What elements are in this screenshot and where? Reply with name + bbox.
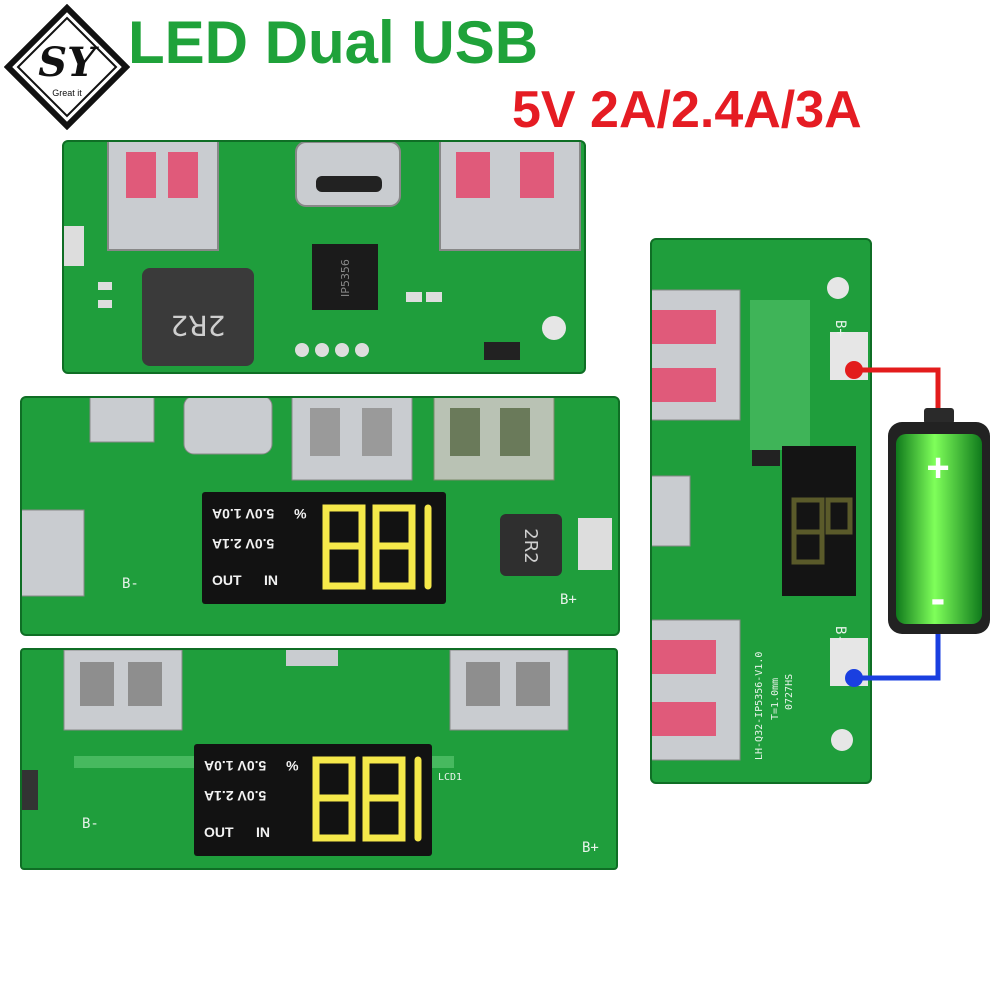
b-plus-label: B+ xyxy=(560,592,577,608)
lcd-line-2: 5.0V 2.1A xyxy=(204,788,267,804)
product-subtitle: 5V 2A/2.4A/3A xyxy=(512,81,862,139)
battery-minus-sign: - xyxy=(930,574,946,623)
pcb-board-4: B+ B- LH-Q32-IP5356-V1.0 T=1.0mm 0727HS xyxy=(650,238,872,784)
board-date: 0727HS xyxy=(784,674,795,710)
battery-wiring xyxy=(845,361,990,687)
inductor-marking: 2R2 xyxy=(520,528,541,563)
inductor xyxy=(500,514,562,576)
pcb-board-1: 2R2 IP5356 xyxy=(62,140,586,374)
negative-terminal-dot xyxy=(845,669,863,687)
usb-c-port-side xyxy=(22,509,85,597)
micro-usb-port xyxy=(652,475,691,547)
switch xyxy=(578,518,612,570)
positive-terminal-dot xyxy=(845,361,863,379)
pcb-board-3: B- B+ LCD1 5.0V 1.0A 5.0V 2.1A OUT IN % xyxy=(20,648,618,870)
lcd-percent: % xyxy=(286,758,299,774)
b-minus-label: B- xyxy=(122,576,139,592)
battery-plus-sign: + xyxy=(926,446,950,490)
lcd-in-label: IN xyxy=(264,572,278,588)
lcd-in-label: IN xyxy=(256,824,270,840)
brand-logo: SY Great it xyxy=(4,4,130,130)
lcd-percent: % xyxy=(294,506,307,522)
lcd-line-2: 5.0V 2.1A xyxy=(212,536,275,552)
chip-marking: IP5356 xyxy=(339,259,352,297)
lcd-out-label: OUT xyxy=(204,824,234,840)
b-plus-label: B+ xyxy=(582,840,599,856)
lcd-display: 5.0V 1.0A 5.0V 2.1A OUT IN % xyxy=(202,492,446,604)
usb-a-port-left xyxy=(107,142,219,251)
ic-chip xyxy=(312,244,378,310)
lcd-line-1: 5.0V 1.0A xyxy=(204,758,267,774)
lcd-display: 5.0V 1.0A 5.0V 2.1A OUT IN % xyxy=(194,744,432,856)
b-minus-label: B- xyxy=(82,816,99,832)
board-model: LH-Q32-IP5356-V1.0 xyxy=(754,652,765,760)
logo-tagline: Great it xyxy=(52,88,82,98)
micro-usb-port xyxy=(89,398,155,443)
usb-c-port xyxy=(183,398,273,455)
logo-monogram: SY xyxy=(38,39,99,86)
seven-segment-digits xyxy=(322,504,432,590)
inductor-marking: 2R2 xyxy=(170,309,225,342)
inductor xyxy=(142,268,254,366)
seven-segment-digits xyxy=(312,756,422,842)
battery-cap xyxy=(924,408,954,424)
product-title: LED Dual USB xyxy=(128,9,539,76)
board-thickness: T=1.0mm xyxy=(770,678,781,720)
b-plus-label: B+ xyxy=(832,320,848,337)
lcd-mark: LCD1 xyxy=(438,772,462,783)
b-minus-label: B- xyxy=(832,626,848,643)
lcd-out-label: OUT xyxy=(212,572,242,588)
pcb-board-2: 2R2 B- B+ 5.0V 1.0A 5.0V 2.1A OUT IN % xyxy=(20,396,620,636)
lcd-line-1: 5.0V 1.0A xyxy=(212,506,275,522)
usb-c-port xyxy=(295,142,401,207)
